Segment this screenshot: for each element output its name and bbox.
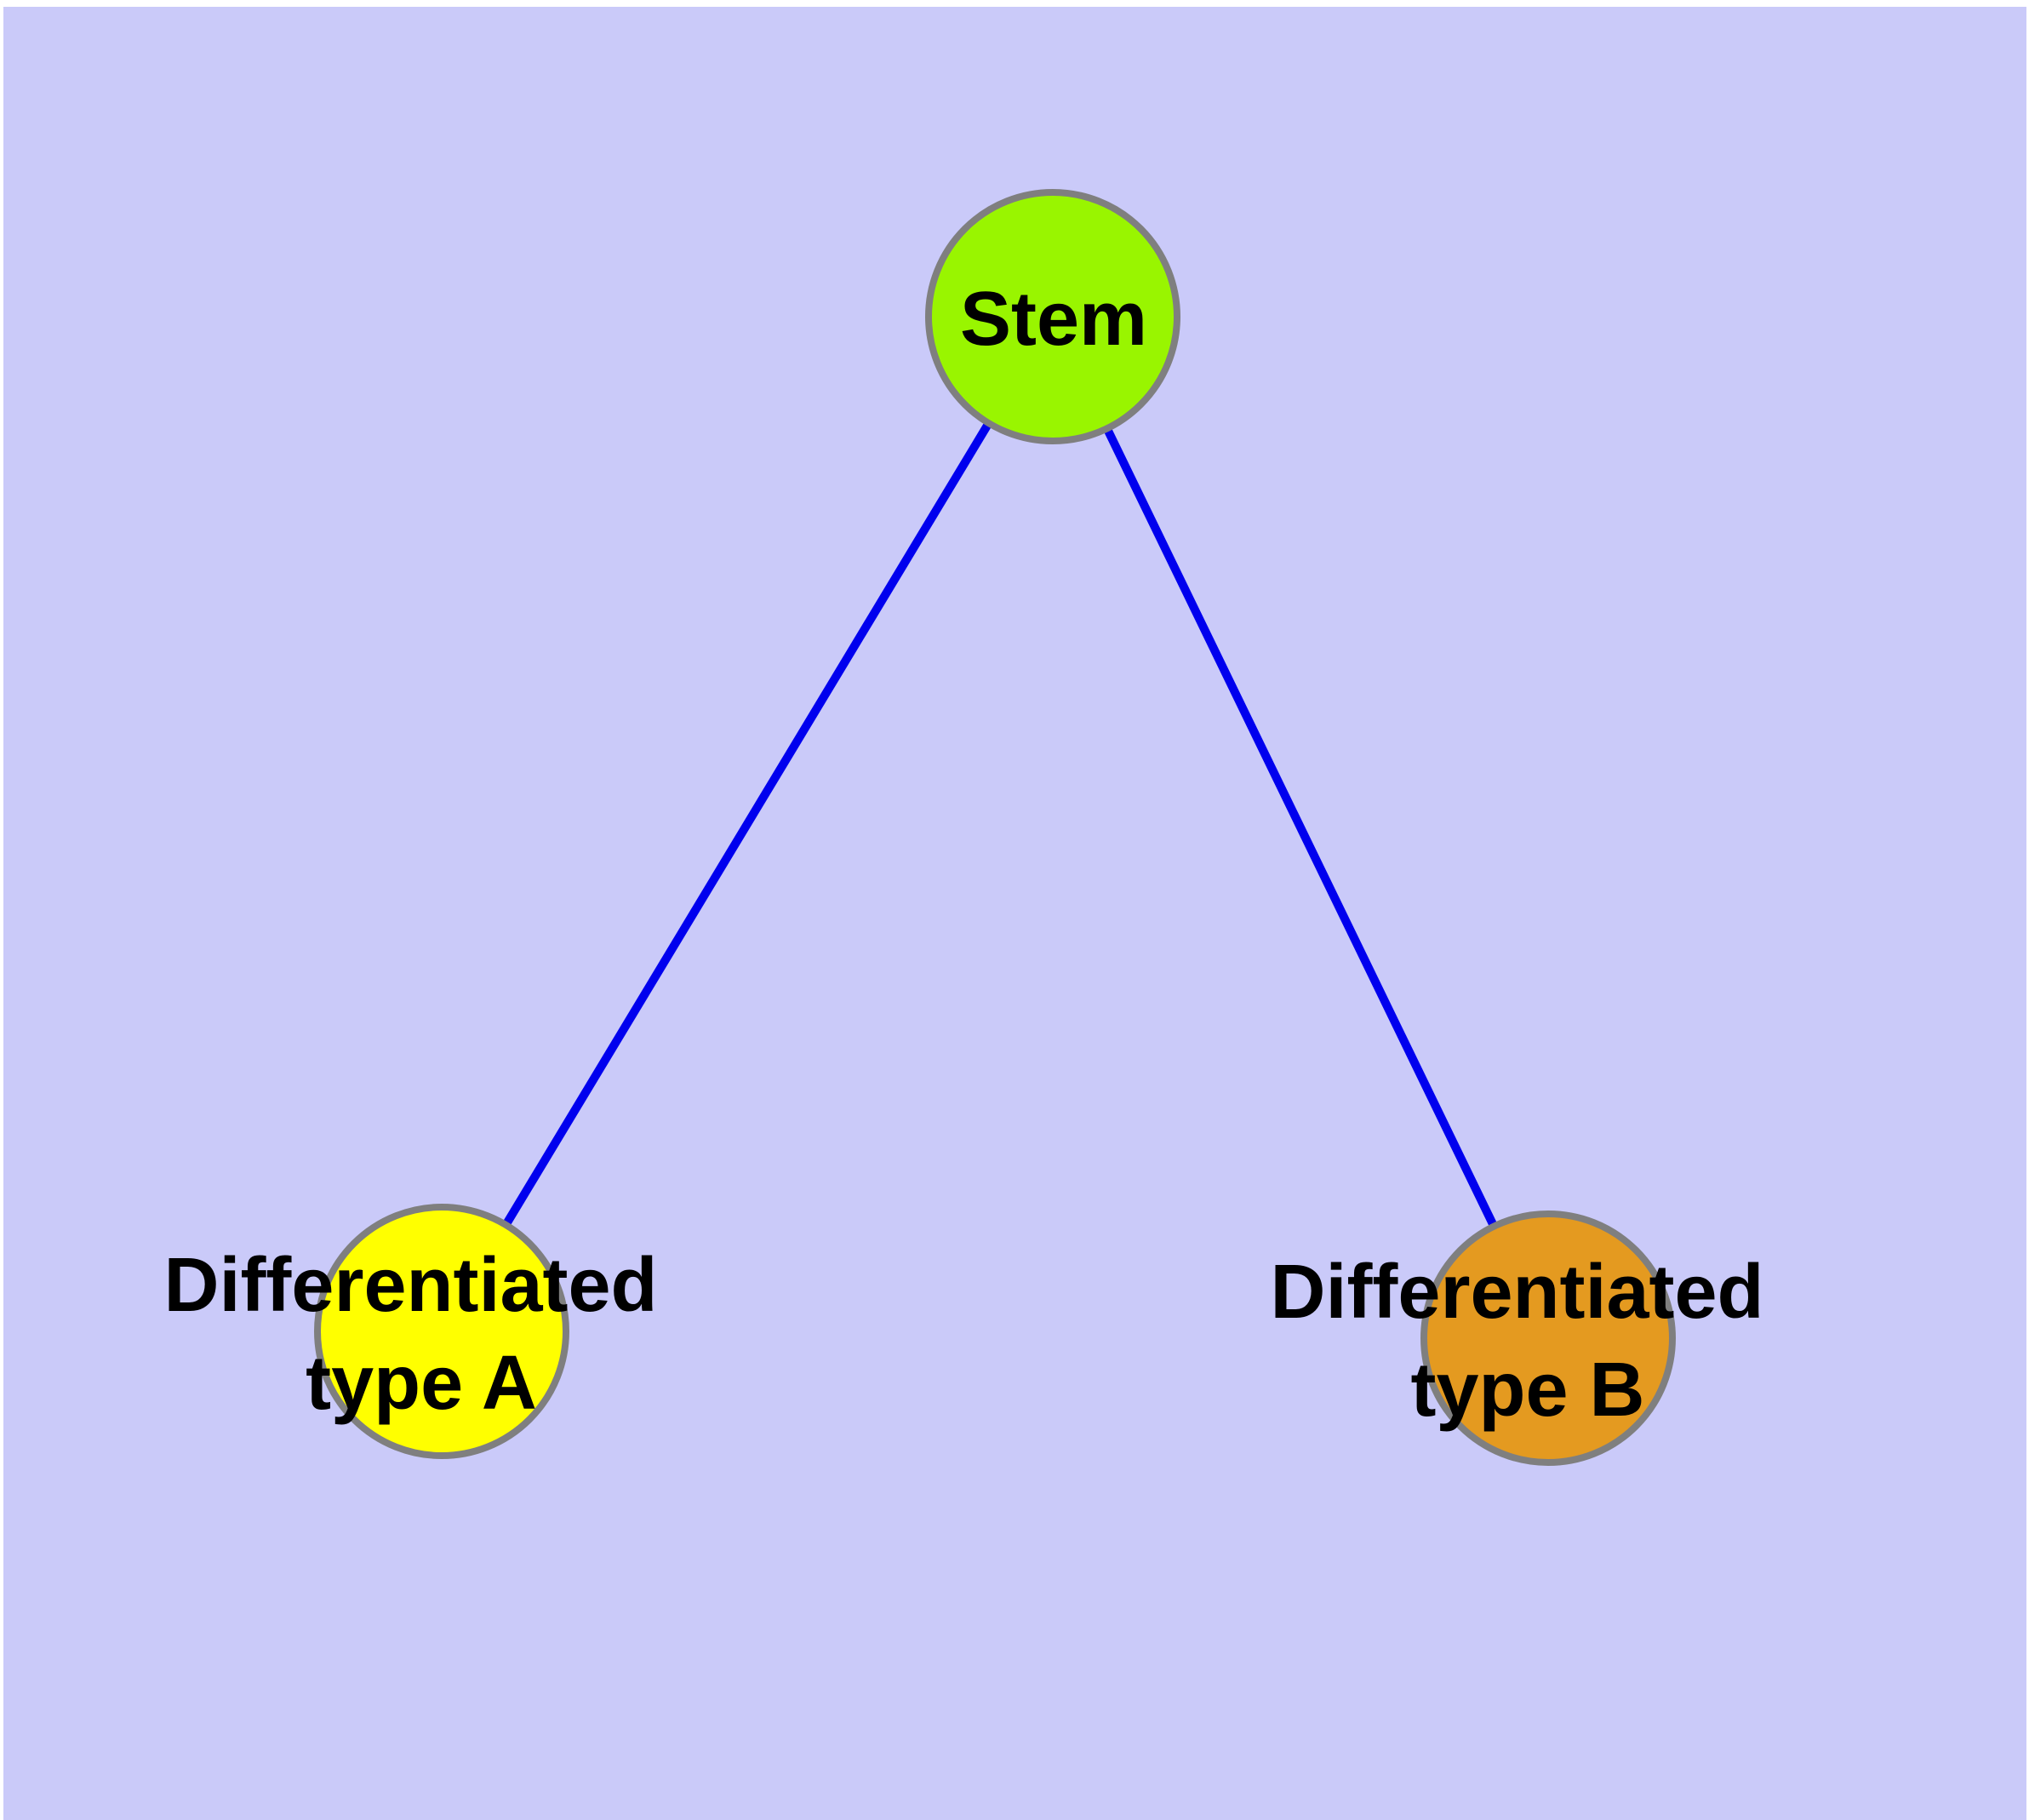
node-differentiated-type-b-label-line1: Differentiated — [1270, 1250, 1763, 1335]
edge-stem-to-type-b — [1049, 314, 1552, 1341]
node-stem — [925, 189, 1180, 444]
node-differentiated-type-a — [314, 1204, 569, 1459]
node-differentiated-type-a-label-line1: Differentiated — [163, 1243, 657, 1328]
node-differentiated-type-a-label-line2: type A — [306, 1341, 537, 1426]
node-differentiated-type-b — [1420, 1210, 1676, 1466]
edge-stem-to-type-a — [437, 314, 1057, 1334]
node-differentiated-type-b-label-line2: type B — [1410, 1348, 1644, 1433]
node-stem-label: Stem — [960, 277, 1147, 362]
node-differentiated-type-a-label: Differentiated type A — [163, 1243, 678, 1426]
node-differentiated-type-b-label: Differentiated type B — [1270, 1250, 1785, 1433]
